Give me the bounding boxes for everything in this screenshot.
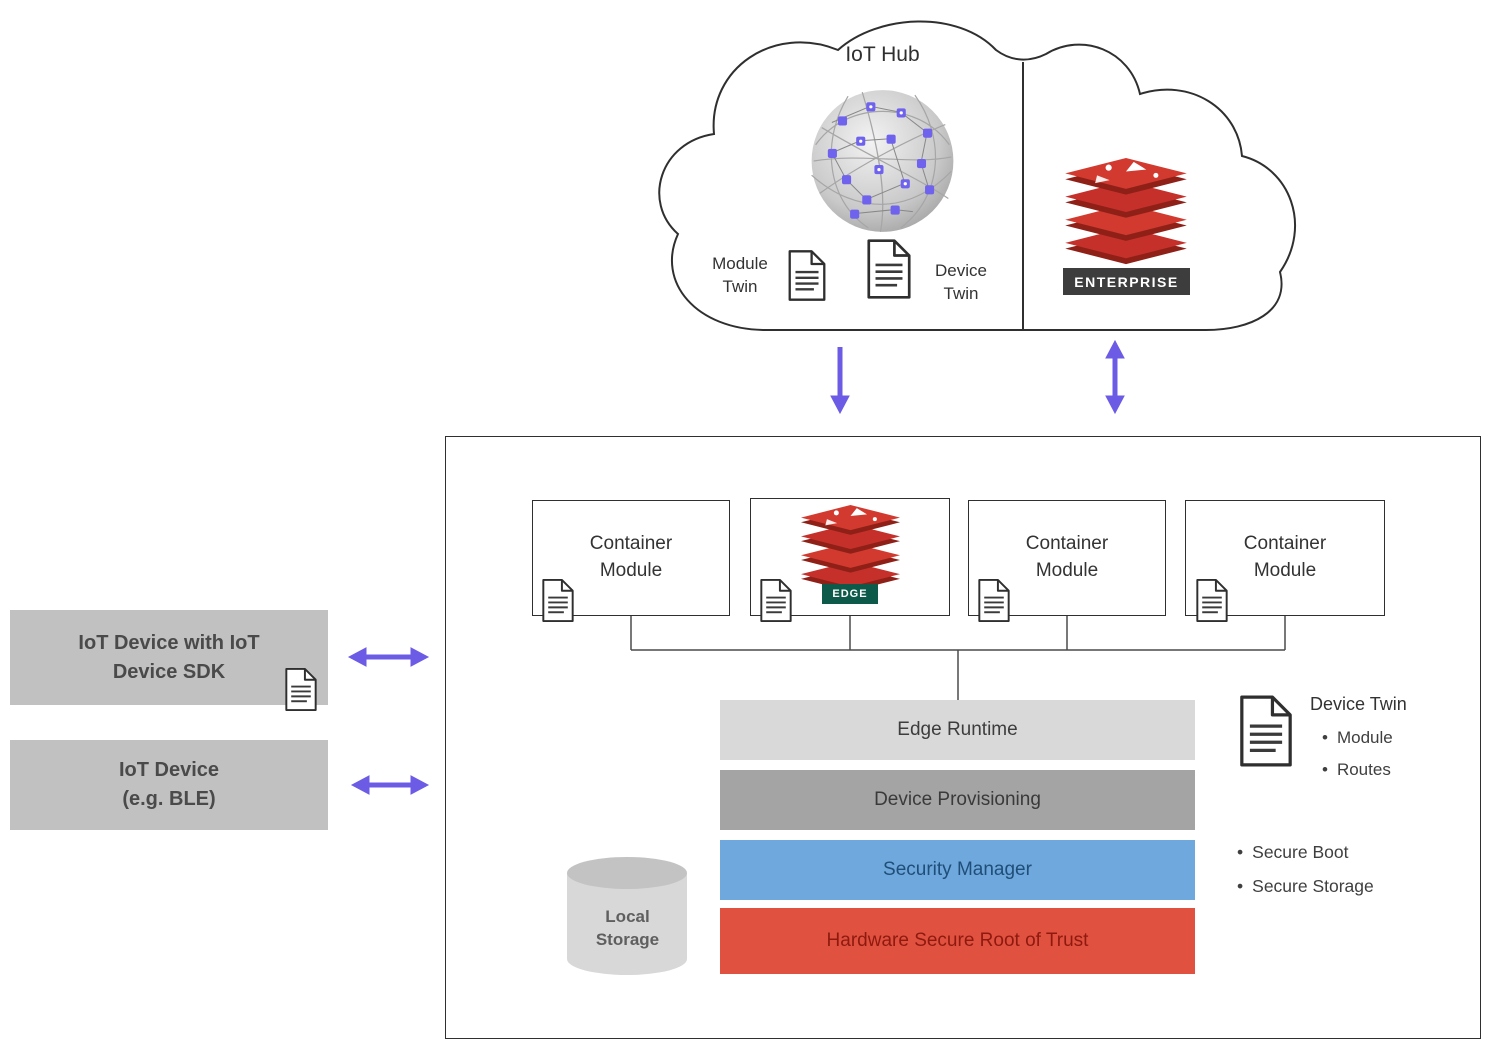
module-doc-icon-4 — [1194, 578, 1230, 623]
device-twin-label: Device Twin — [935, 261, 987, 303]
module-doc-icon-1 — [540, 578, 576, 623]
cloud-to-edge-arrow — [830, 347, 850, 415]
device-twin-bullet-module: Module — [1322, 728, 1393, 748]
local-storage-text: Local Storage — [595, 907, 660, 949]
redis-enterprise-logo — [1056, 158, 1196, 266]
enterprise-badge: ENTERPRISE — [1063, 268, 1190, 295]
container-module-label-3: Container Module — [1243, 533, 1327, 581]
device-twin-panel-doc-icon — [1237, 693, 1295, 769]
iot-device-sdk-doc-icon — [283, 667, 319, 712]
module-doc-icon-2 — [758, 578, 794, 623]
device-provisioning-layer: Device Provisioning — [720, 770, 1195, 830]
iot-device-ble-label: IoT Device (e.g. BLE) — [118, 759, 220, 810]
device-ble-two-way-arrow — [350, 775, 430, 795]
module-twin-label: Module Twin — [712, 254, 768, 296]
local-storage-label: Local Storage — [565, 898, 690, 960]
module-twin-doc-icon — [786, 249, 828, 302]
redis-edge-logo — [793, 505, 908, 593]
device-twin-doc-icon — [864, 238, 914, 300]
iot-device-ble-box: IoT Device (e.g. BLE) — [10, 740, 328, 830]
secure-storage-bullet: Secure Storage — [1237, 876, 1374, 897]
local-storage-cylinder — [567, 857, 687, 975]
secure-boot-bullet: Secure Boot — [1237, 842, 1348, 863]
security-manager-layer: Security Manager — [720, 840, 1195, 900]
edge-runtime-layer: Edge Runtime — [720, 700, 1195, 760]
globe-network-image — [811, 90, 954, 232]
module-doc-icon-3 — [976, 578, 1012, 623]
device-twin-bullet-routes: Routes — [1322, 760, 1391, 780]
device-twin-panel-title: Device Twin — [1310, 694, 1407, 714]
container-module-label-1: Container Module — [589, 533, 673, 581]
device-sdk-two-way-arrow — [347, 647, 430, 667]
edge-badge: EDGE — [822, 584, 878, 604]
iot-device-sdk-box: IoT Device with IoT Device SDK — [10, 610, 328, 705]
hardware-root-of-trust-layer: Hardware Secure Root of Trust — [720, 908, 1195, 974]
iot-hub-title: IoT Hub — [845, 43, 920, 66]
container-module-label-2: Container Module — [1025, 533, 1109, 581]
container-module-box-3: Container Module — [1185, 500, 1385, 616]
enterprise-two-way-arrow — [1105, 339, 1125, 415]
iot-device-sdk-label: IoT Device with IoT Device SDK — [78, 631, 260, 683]
